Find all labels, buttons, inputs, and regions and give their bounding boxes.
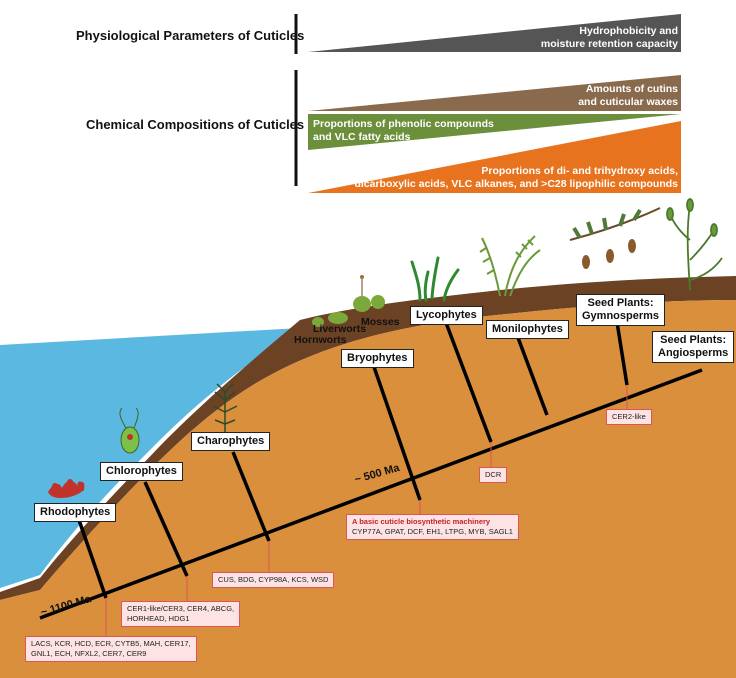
phenolic-line2: and VLC fatty acids xyxy=(313,131,411,143)
genes-gymno-line1: CER2-like xyxy=(612,412,646,421)
taxon-gymnosperms: Seed Plants: Gymnosperms xyxy=(576,294,666,326)
angiosperms-line1: Seed Plants: xyxy=(660,334,727,346)
taxon-rhodophytes: Rhodophytes xyxy=(34,503,117,522)
cutins-line2: and cuticular waxes xyxy=(578,96,678,108)
dihydroxy-text: Proportions of di- and trihydroxy acids,… xyxy=(354,165,678,191)
triangle-phenolic xyxy=(308,114,681,150)
green-alga-icon xyxy=(119,407,140,454)
water-area xyxy=(0,328,300,588)
genes-bryophytes: A basic cuticle biosynthetic machinery C… xyxy=(346,514,519,540)
conifer-branch-icon xyxy=(569,207,661,269)
phylogeny-trunk xyxy=(39,368,703,620)
angiosperm-icon xyxy=(666,198,723,291)
cutins-text: Amounts of cutins and cuticular waxes xyxy=(578,83,678,109)
dihydroxy-line1: Proportions of di- and trihydroxy acids, xyxy=(481,165,678,177)
dihydroxy-line2: dicarboxylic acids, VLC alkanes, and >C2… xyxy=(354,178,678,190)
genes-chlorophytes: CER1-like/CER3, CER4, ABCG, HORHEAD, HDG… xyxy=(121,601,241,627)
genes-lyco-line1: DCR xyxy=(485,470,502,479)
genes-rhodo-line2: GNL1, ECH, NFXL2, CER7, CER9 xyxy=(31,649,147,658)
red-alga-icon xyxy=(48,479,85,498)
mosses-label: Mosses xyxy=(361,316,400,328)
triangle-dihydroxy xyxy=(308,121,681,193)
angiosperms-line2: Angiosperms xyxy=(658,347,729,359)
phenolic-line1: Proportions of phenolic compounds xyxy=(313,118,494,130)
lycophyte-icon xyxy=(410,256,460,302)
cutins-line1: Amounts of cutins xyxy=(585,83,678,95)
fern-icon xyxy=(479,235,541,297)
genes-charo-line1: CUS, BDG, CYP98A, KCS, WSD xyxy=(218,575,329,584)
gymnosperms-line2: Gymnosperms xyxy=(582,310,660,322)
hydrophobicity-text: Hydrophobicity and moisture retention ca… xyxy=(541,25,678,51)
phenolic-text: Proportions of phenolic compounds and VL… xyxy=(313,118,494,144)
branch-rhodophytes xyxy=(77,519,108,599)
branch-monilophytes xyxy=(515,334,549,416)
genes-rhodophytes: LACS, KCR, HCD, ECR, CYTB5, MAH, CER17, … xyxy=(25,636,197,662)
soil-area xyxy=(0,300,736,678)
taxon-charophytes: Charophytes xyxy=(191,432,271,451)
genes-bryo-line1: CYP77A, GPAT, DCF, EH1, LTPG, MYB, SAGL1 xyxy=(352,527,513,536)
genes-charophytes: CUS, BDG, CYP98A, KCS, WSD xyxy=(212,572,335,588)
branch-charophytes xyxy=(231,451,271,542)
genes-gymnosperms: CER2-like xyxy=(606,409,652,425)
hornworts-label: Hornworts xyxy=(294,334,347,346)
liverworts-label: Liverworts xyxy=(313,323,367,335)
triangle-cutins xyxy=(308,75,681,111)
genes-rhodo-line1: LACS, KCR, HCD, ECR, CYTB5, MAH, CER17, xyxy=(31,639,191,648)
branch-bryophytes xyxy=(371,363,422,501)
branch-gymnosperms xyxy=(615,321,629,386)
genes-bryo-title: A basic cuticle biosynthetic machinery xyxy=(352,517,491,526)
taxon-monilophytes: Monilophytes xyxy=(486,320,569,339)
hydrophobicity-line1: Hydrophobicity and xyxy=(579,25,678,37)
genes-chloro-line1: CER1-like/CER3, CER4, ABCG, xyxy=(127,604,235,613)
taxon-angiosperms: Seed Plants: Angiosperms xyxy=(652,331,735,363)
branch-lycophytes xyxy=(443,319,493,443)
moss-cluster-icon xyxy=(312,275,385,327)
genes-chloro-line2: HORHEAD, HDG1 xyxy=(127,614,190,623)
hydrophobicity-line2: moisture retention capacity xyxy=(540,38,678,50)
branch-chlorophytes xyxy=(143,481,189,577)
taxon-bryophytes: Bryophytes xyxy=(341,349,414,368)
taxon-chlorophytes: Chlorophytes xyxy=(100,462,183,481)
taxon-lycophytes: Lycophytes xyxy=(410,306,483,325)
genes-lycophytes: DCR xyxy=(479,467,508,483)
triangle-hydrophobicity xyxy=(308,14,681,52)
chemical-compositions-label: Chemical Compositions of Cuticles xyxy=(86,117,305,132)
gymnosperms-line1: Seed Plants: xyxy=(587,297,654,309)
physiological-parameters-label: Physiological Parameters of Cuticles xyxy=(76,28,305,43)
